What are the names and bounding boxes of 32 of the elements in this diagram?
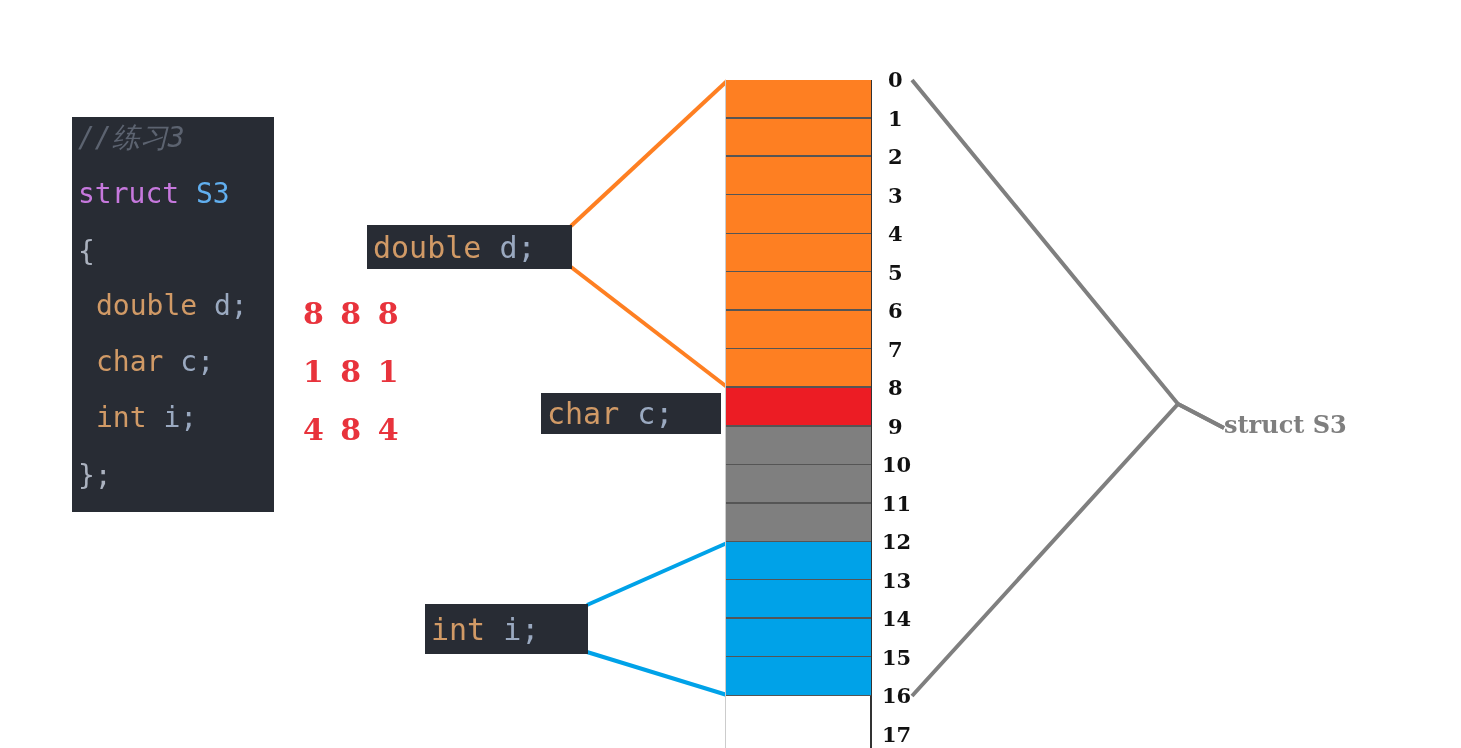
padding-block (726, 426, 871, 542)
offset-number: 7 (888, 340, 903, 359)
offset-number: 10 (882, 456, 912, 474)
code-line: char c; (96, 345, 214, 379)
memory-column (725, 80, 872, 748)
memory-block (726, 80, 871, 388)
size-values: 1 8 1 (303, 354, 399, 389)
code-label: int i; (425, 604, 588, 654)
code-panel (72, 117, 274, 512)
offset-number: 1 (888, 109, 903, 128)
code-line: double d; (96, 289, 248, 323)
size-values: 4 8 4 (303, 412, 399, 447)
size-values: 8 8 8 (303, 296, 399, 331)
code-line: int i; (96, 401, 198, 435)
memory-block (726, 388, 871, 427)
code-line: }; (78, 459, 112, 493)
offset-number: 11 (882, 494, 912, 513)
code-line: { (78, 235, 95, 269)
offset-number: 9 (888, 417, 903, 436)
struct-label: struct S3 (1224, 410, 1374, 446)
offset-number: 0 (888, 71, 903, 89)
offset-number: 12 (882, 533, 912, 551)
code-comment: //练习3 (78, 121, 185, 155)
code-label: char c; (541, 393, 721, 434)
offset-number: 16 (882, 687, 912, 705)
memory-block (726, 542, 871, 696)
code-line: struct S3 (78, 177, 230, 211)
offset-number: 13 (882, 571, 912, 590)
offset-number: 17 (882, 725, 912, 744)
leader-line (910, 401, 1225, 698)
code-label: double d; (367, 225, 572, 269)
offset-number: 8 (888, 379, 903, 397)
